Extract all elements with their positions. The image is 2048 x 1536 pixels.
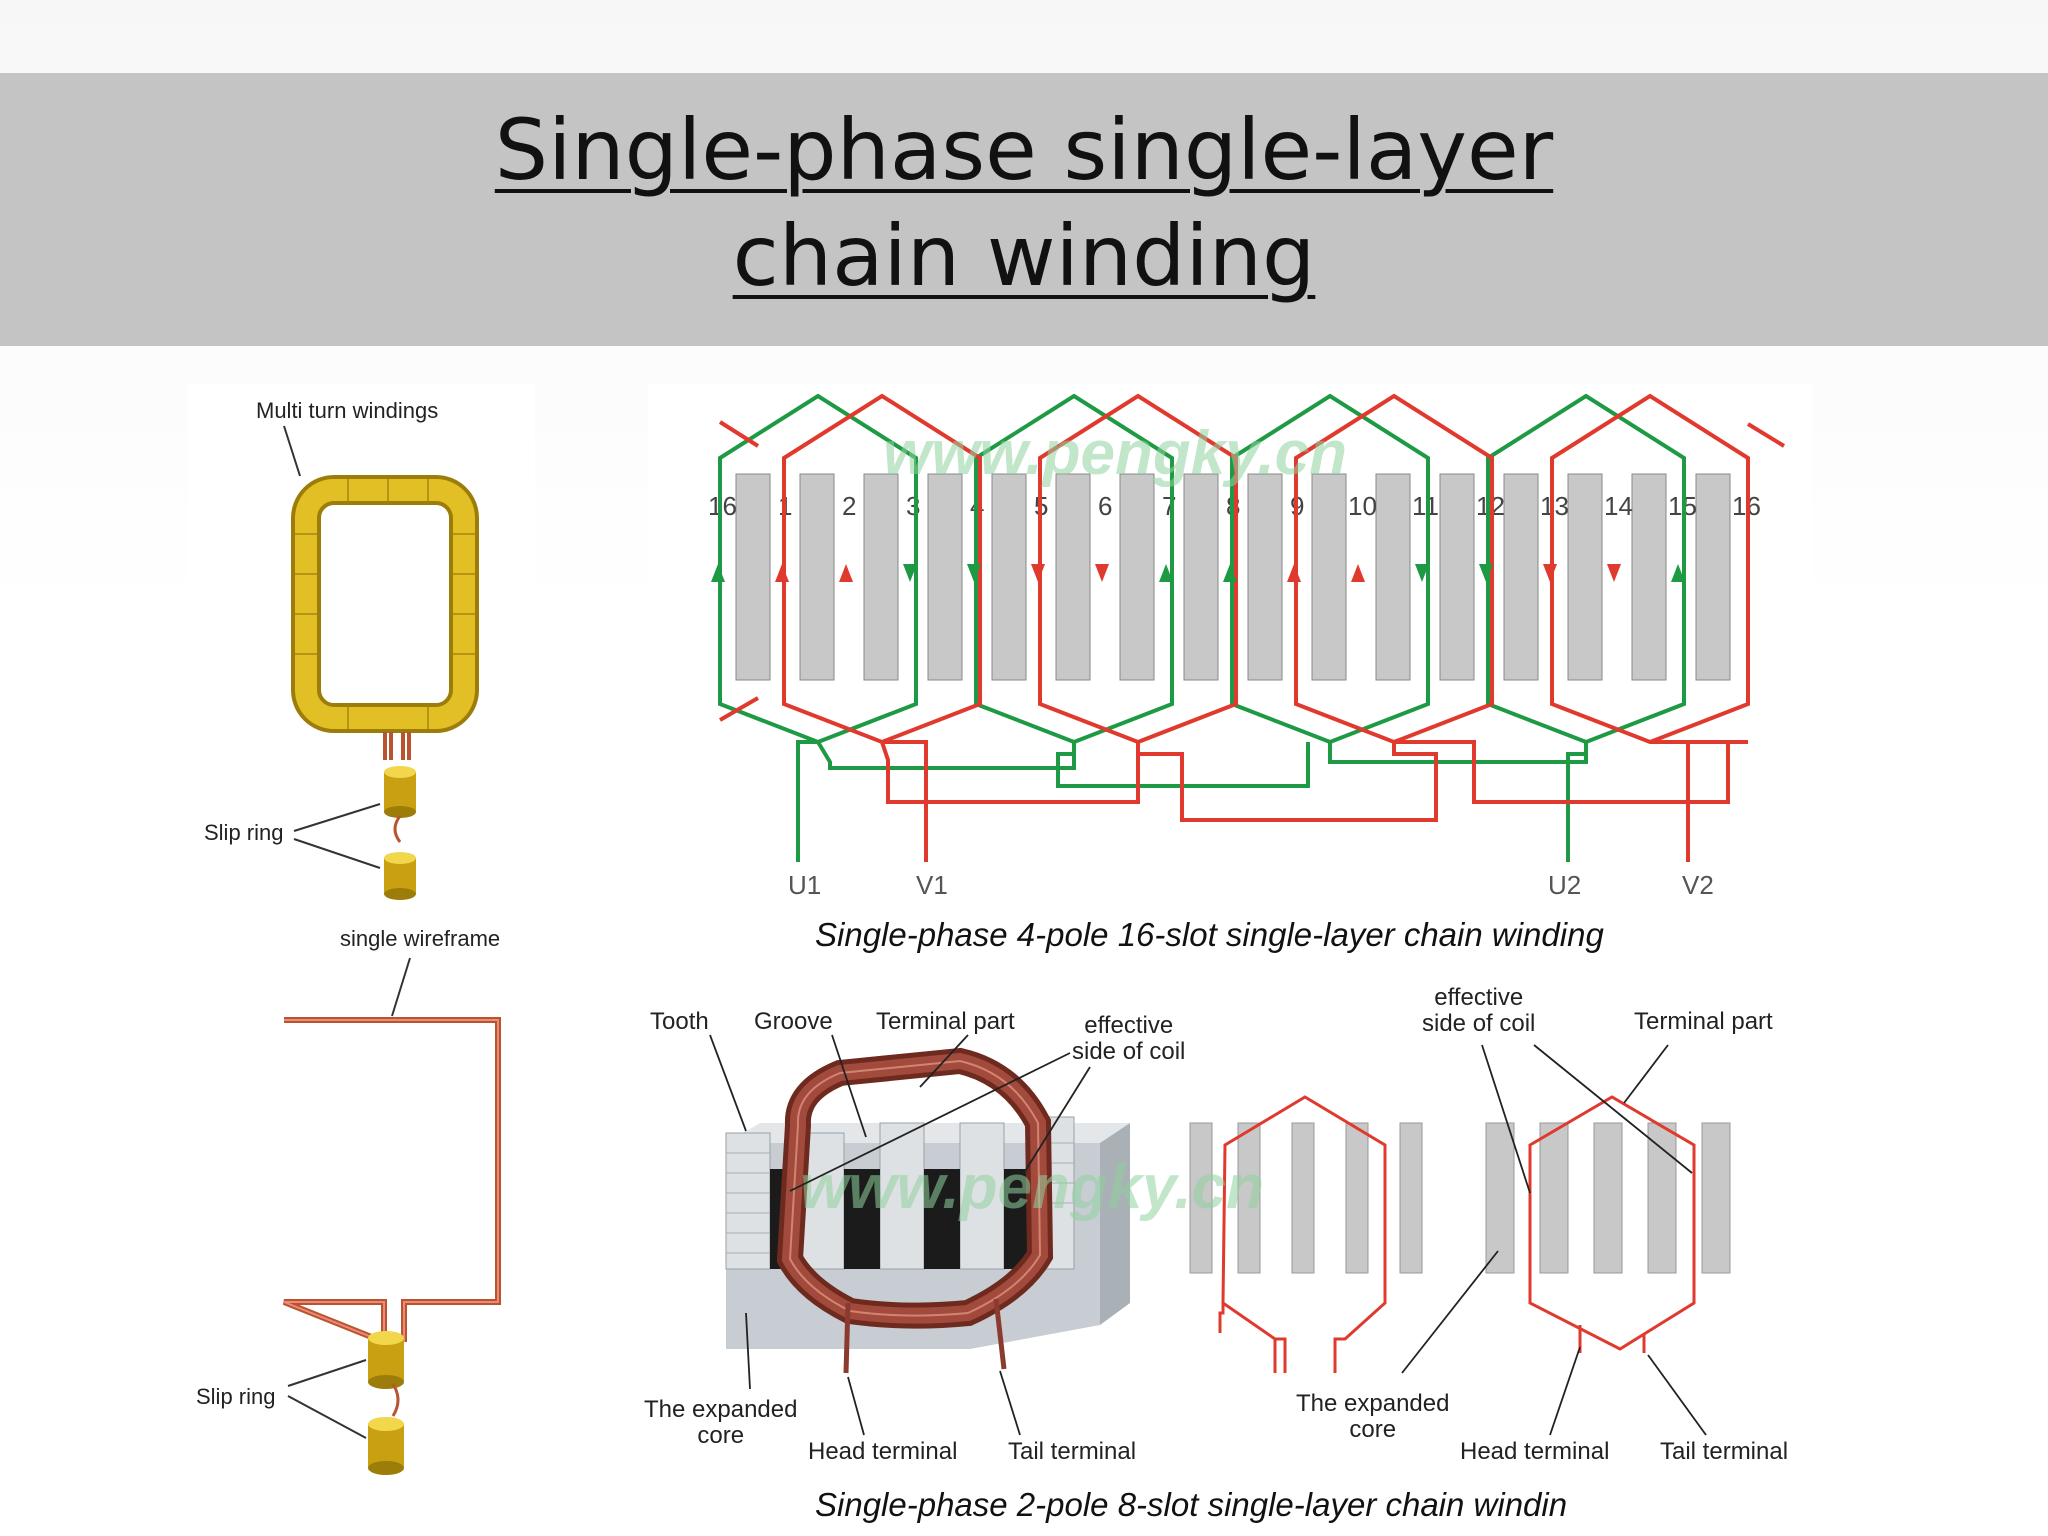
slot-number: 10 — [1348, 491, 1377, 521]
red-coil-3 — [1294, 393, 1494, 745]
slot-2 — [799, 473, 835, 681]
terminal-v2: V2 — [1682, 870, 1714, 900]
slot-13 — [1503, 473, 1539, 681]
direction-arrow — [1351, 564, 1365, 582]
watermark-8: www.pengky.cn — [800, 1153, 1264, 1222]
direction-arrow — [1415, 564, 1429, 582]
slot-number: 14 — [1604, 491, 1633, 521]
red-connection-2 — [1138, 742, 1438, 822]
single-wireframe-label: single wireframe — [340, 926, 501, 951]
direction-arrow — [1479, 564, 1493, 582]
direction-arrow — [1223, 564, 1237, 582]
slot-1 — [735, 473, 771, 681]
label-effective-side-2: effective side of coil — [1422, 984, 1536, 1037]
terminal-u1: U1 — [788, 870, 821, 900]
multi-turn-coil-figure: Multi turn windings Slip ring — [188, 384, 535, 904]
slot-8 — [1183, 473, 1219, 681]
slot-number: 13 — [1540, 491, 1569, 521]
direction-arrow — [775, 564, 789, 582]
direction-arrow — [1287, 564, 1301, 582]
label-effective-side-1: effective side of coil — [1072, 1012, 1186, 1065]
red-end-left-bottom — [718, 696, 760, 722]
green-connection-3 — [1328, 742, 1588, 862]
label-tooth: Tooth — [650, 1008, 709, 1035]
slot-number: 7 — [1162, 491, 1176, 521]
direction-arrow — [1095, 564, 1109, 582]
label-head-terminal-1: Head terminal — [808, 1438, 958, 1465]
slot-number: 6 — [1098, 491, 1112, 521]
slot-number: 16 — [708, 491, 737, 521]
red-coil-2 — [1038, 393, 1238, 745]
direction-arrow — [903, 564, 917, 582]
slot-14 — [1567, 473, 1603, 681]
red-connection-3 — [1394, 740, 1748, 862]
slot-number: 3 — [906, 491, 920, 521]
slot-4 — [927, 473, 963, 681]
label-head-terminal-2: Head terminal — [1460, 1438, 1610, 1465]
red-end-right — [1746, 422, 1786, 448]
slip-ring-label: Slip ring — [204, 820, 284, 845]
winding-8-slot-drawing: www.pengky.cn — [709, 1034, 1731, 1436]
green-connection-2 — [1056, 742, 1310, 788]
slot-3 — [863, 473, 899, 681]
direction-arrow — [1031, 564, 1045, 582]
red-end-left — [718, 420, 760, 448]
direction-arrow — [711, 564, 725, 582]
label-terminal-part-1: Terminal part — [876, 1008, 1015, 1035]
label-tail-terminal-1: Tail terminal — [1008, 1438, 1137, 1465]
multi-turn-coil-drawing — [283, 425, 479, 900]
red-coil-1 — [782, 393, 982, 745]
label-terminal-part-2: Terminal part — [1634, 1008, 1773, 1035]
title-line-2: chain winding — [732, 207, 1316, 305]
label-tail-terminal-2: Tail terminal — [1660, 1438, 1789, 1465]
label-groove: Groove — [754, 1008, 833, 1035]
flat-diagram-right — [1485, 1095, 1731, 1353]
red-coil-4 — [1550, 393, 1750, 745]
direction-arrow — [1671, 564, 1685, 582]
single-wireframe-drawing — [282, 957, 501, 1475]
title-line-1: Single-phase single-layer — [494, 101, 1554, 199]
single-wireframe-figure: single wireframe Slip ring — [188, 918, 568, 1478]
slot-number: 2 — [842, 491, 856, 521]
green-coil-1 — [718, 393, 918, 745]
page-title: Single-phase single-layer chain winding — [0, 97, 2048, 309]
direction-arrow — [839, 564, 853, 582]
direction-arrow — [1159, 564, 1173, 582]
watermark-16: www.pengky.cn — [883, 419, 1347, 488]
diagram-8-slot: www.pengky.cn Tooth Groove Terminal part… — [620, 973, 1840, 1473]
caption-8-slot: Single-phase 2-pole 8-slot single-layer … — [815, 1486, 1568, 1523]
slot-number: 11 — [1412, 491, 1439, 521]
label-expanded-core-2: The expanded core — [1296, 1390, 1450, 1443]
title-band: Single-phase single-layer chain winding — [0, 73, 2048, 346]
red-connection-1 — [880, 740, 1140, 862]
slot-5 — [991, 473, 1027, 681]
slip-ring-label-2: Slip ring — [196, 1384, 276, 1409]
slot-11 — [1375, 473, 1411, 681]
slot-9 — [1247, 473, 1283, 681]
caption-16-slot: Single-phase 4-pole 16-slot single-layer… — [815, 916, 1604, 953]
copper-coil-3d — [776, 1047, 1054, 1374]
slot-16 — [1695, 473, 1731, 681]
direction-arrow — [1607, 564, 1621, 582]
flat-diagram-left — [1189, 1095, 1423, 1373]
direction-arrow — [967, 564, 981, 582]
terminal-u2: U2 — [1548, 870, 1581, 900]
terminal-v1: V1 — [916, 870, 948, 900]
slot-12 — [1439, 473, 1475, 681]
green-connection-1 — [796, 740, 1076, 862]
direction-arrow — [1543, 564, 1557, 582]
slot-7 — [1119, 473, 1155, 681]
leader-lines — [709, 1034, 1707, 1436]
label-expanded-core-1: The expanded core — [644, 1396, 798, 1449]
slot-15 — [1631, 473, 1667, 681]
slot-6 — [1055, 473, 1091, 681]
multi-turn-label: Multi turn windings — [256, 398, 439, 423]
slot-10 — [1311, 473, 1347, 681]
